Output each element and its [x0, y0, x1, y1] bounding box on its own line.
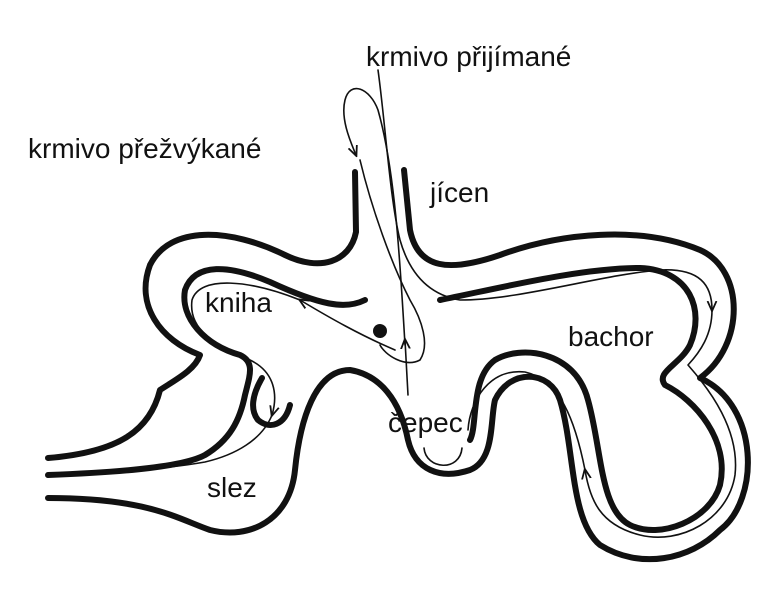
reticulum-up-path: [405, 340, 408, 395]
label-esophagus: jícen: [429, 177, 489, 208]
label-abomasum: slez: [207, 472, 257, 503]
label-ingested-feed: krmivo přijímané: [366, 41, 571, 72]
outer-wall: [48, 172, 356, 458]
feed-particle-dot: [373, 324, 387, 338]
label-ruminated-feed: krmivo přežvýkané: [28, 133, 261, 164]
label-reticulum: čepec: [388, 407, 463, 438]
inner-wall-right: [440, 268, 722, 530]
label-rumen: bachor: [568, 321, 654, 352]
reticulum-cup-mark: [424, 448, 462, 465]
label-omasum: kniha: [205, 287, 272, 318]
